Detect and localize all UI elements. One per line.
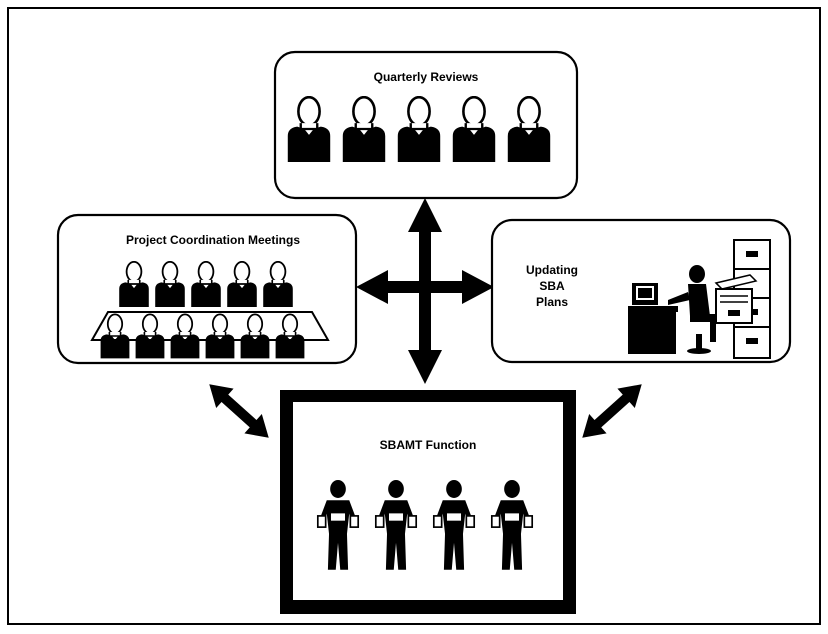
arrow-coordination-updating — [356, 270, 494, 304]
desk-computer-icon — [628, 283, 678, 354]
arrow-updating-sbamt — [582, 384, 642, 438]
arrow-coordination-sbamt — [209, 384, 269, 438]
sbamt-function-label: SBAMT Function — [380, 438, 477, 452]
quarterly-reviews-label: Quarterly Reviews — [374, 70, 479, 84]
updating-sba-label-3: Plans — [536, 295, 568, 309]
node-sbamt-function: SBAMT Function — [280, 390, 576, 614]
updating-sba-label-1: Updating — [526, 263, 578, 277]
filing-cabinet-icon — [714, 239, 771, 359]
seated-worker-icon — [668, 265, 716, 354]
project-coordination-label: Project Coordination Meetings — [126, 233, 300, 247]
node-project-coordination: Project Coordination Meetings — [56, 213, 358, 365]
node-updating-sba-plans: Updating SBA Plans — [490, 218, 792, 364]
node-quarterly-reviews: Quarterly Reviews — [273, 50, 579, 200]
updating-sba-label-2: SBA — [539, 279, 565, 293]
outer-frame — [7, 7, 821, 625]
